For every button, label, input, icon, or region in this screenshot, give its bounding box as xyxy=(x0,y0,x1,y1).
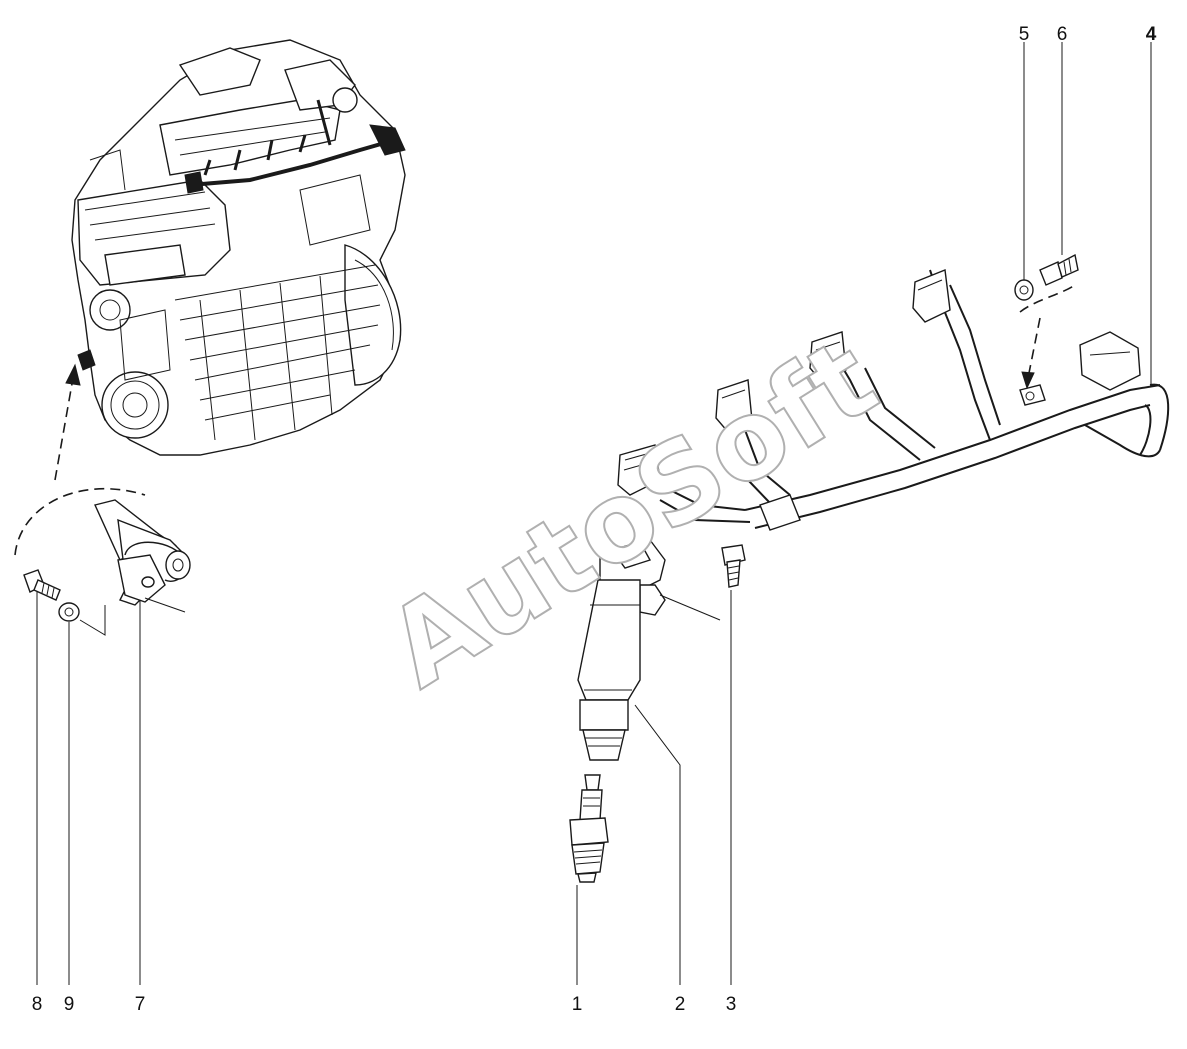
callout-8: 8 xyxy=(32,994,43,1015)
engine-block-icon xyxy=(71,39,406,456)
callout-7: 7 xyxy=(135,994,146,1015)
wiring-harness-icon xyxy=(617,269,1170,531)
bolt-icon-6 xyxy=(1039,253,1079,286)
leader-lines xyxy=(36,42,1152,985)
crankshaft-sensor-icon xyxy=(14,487,191,613)
washer-icon-9 xyxy=(58,602,80,622)
callout-9: 9 xyxy=(64,994,75,1015)
callout-numbers: 1 2 3 4 5 6 7 8 9 xyxy=(32,24,1157,1015)
callout-4: 4 xyxy=(1146,24,1157,45)
spark-plug-icon xyxy=(569,774,609,883)
install-arrow-harness-bolt xyxy=(1019,284,1076,390)
callout-5: 5 xyxy=(1019,24,1030,45)
leader-9-to-sensor xyxy=(79,605,106,636)
callout-3: 3 xyxy=(726,994,737,1015)
washer-icon-5 xyxy=(1014,279,1034,301)
ignition-coil-icon xyxy=(577,539,666,761)
callout-6: 6 xyxy=(1057,24,1068,45)
callout-2: 2 xyxy=(675,994,686,1015)
callout-1: 1 xyxy=(572,994,583,1015)
bolt-icon-8 xyxy=(23,569,61,601)
bolt-icon-3 xyxy=(721,544,746,588)
install-arrow-sensor xyxy=(54,363,81,481)
